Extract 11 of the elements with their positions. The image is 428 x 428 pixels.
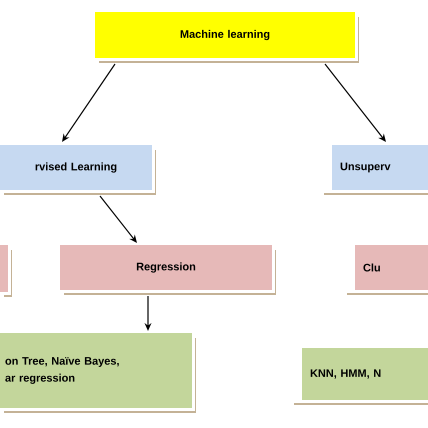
process-box: rvised Learning [0,142,156,195]
node-label: KNN, HMM, N [310,369,380,379]
node-label: Clu [363,263,380,272]
process-box: Unsuperv [317,142,428,195]
process-box: Clu [340,242,428,295]
node-label: Unsuperv [340,162,390,172]
process-box: Regression [57,242,276,295]
process-box: Machine learning [92,9,359,63]
empty-box [0,242,12,297]
process-box: KNN, HMM, N [287,345,428,405]
process-box: on Tree, Naïve Bayes, ar regression [0,330,196,413]
